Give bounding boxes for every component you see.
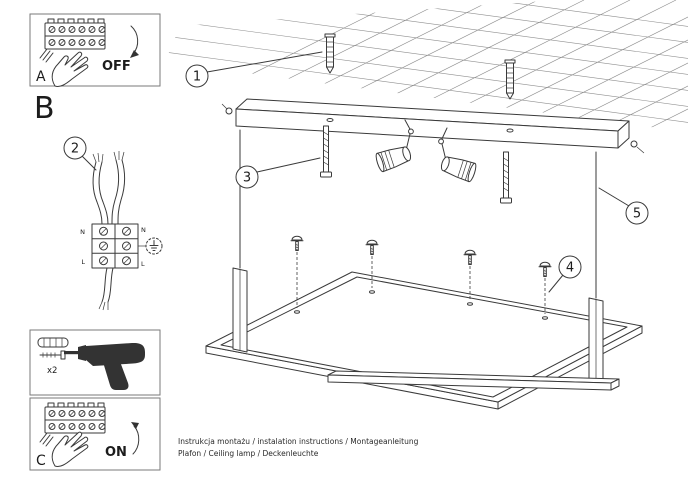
side-bracket-left: [232, 267, 248, 353]
wire-label-right-top: N: [141, 226, 146, 234]
hand-icon: [51, 431, 89, 468]
panel-a: OFF A: [29, 13, 161, 88]
hand-icon: [51, 51, 89, 88]
wiring-diagram: N L N L: [80, 151, 163, 311]
panel-c-state-label: ON: [105, 445, 127, 460]
bar-end-screw-left: [225, 107, 233, 115]
wire-label-left-top: N: [80, 228, 85, 236]
screw-icon: [39, 350, 66, 360]
side-bracket-right: [588, 297, 604, 385]
step-2-number: 2: [71, 142, 79, 157]
footer-line-1: Instrukcja montażu / instalation instruc…: [178, 437, 419, 446]
terminal-block: [91, 223, 139, 269]
fixture-base-panel: [239, 129, 597, 299]
bar-end-screw-right: [630, 140, 638, 148]
mounting-screw-left: [320, 125, 332, 178]
spotlight-right: [438, 127, 477, 183]
shade-screws: [290, 235, 552, 314]
terminal-strip-icon: [44, 402, 106, 434]
step-marker-1: 1: [185, 51, 323, 88]
drill-icon: [64, 342, 145, 390]
step-marker-2: 2: [63, 136, 97, 171]
mounting-screw-right: [500, 151, 512, 204]
rotate-off-arrow-icon: [130, 25, 139, 58]
step-3-number: 3: [243, 171, 251, 186]
step-1-number: 1: [193, 70, 201, 85]
bottom-trim-bar: [327, 370, 620, 391]
drill-panel: x2: [29, 329, 161, 396]
ceiling-anchor-left: [324, 33, 336, 74]
spotlight-left: [375, 119, 414, 173]
step-marker-4: 4: [548, 255, 582, 293]
footer: Instrukcja montażu / instalation instruc…: [178, 437, 419, 458]
step-marker-3: 3: [235, 157, 321, 189]
supply-cables: [92, 151, 125, 225]
plug-count-label: x2: [47, 366, 57, 376]
step-5-number: 5: [633, 207, 641, 222]
wall-plug-icon: [37, 337, 69, 348]
output-cable: [98, 267, 114, 311]
ceiling-anchor-right: [504, 59, 516, 100]
panel-c: ON C: [29, 397, 161, 471]
ground-symbol-icon: [138, 237, 163, 255]
panel-a-letter: A: [36, 69, 46, 85]
footer-line-2: Plafon / Ceiling lamp / Deckenleuchte: [178, 449, 319, 458]
step-marker-5: 5: [598, 187, 649, 225]
mounting-bar: [221, 98, 645, 154]
section-b-letter: B: [34, 91, 55, 126]
wire-label-right-bottom: L: [141, 260, 145, 268]
panel-c-letter: C: [36, 453, 46, 469]
ceiling-grid: [165, 0, 688, 132]
rotate-on-arrow-icon: [131, 422, 140, 455]
terminal-strip-icon: [44, 18, 106, 50]
step-4-number: 4: [566, 261, 574, 276]
wire-label-left-bottom: L: [81, 258, 85, 266]
panel-a-state-label: OFF: [102, 59, 131, 74]
